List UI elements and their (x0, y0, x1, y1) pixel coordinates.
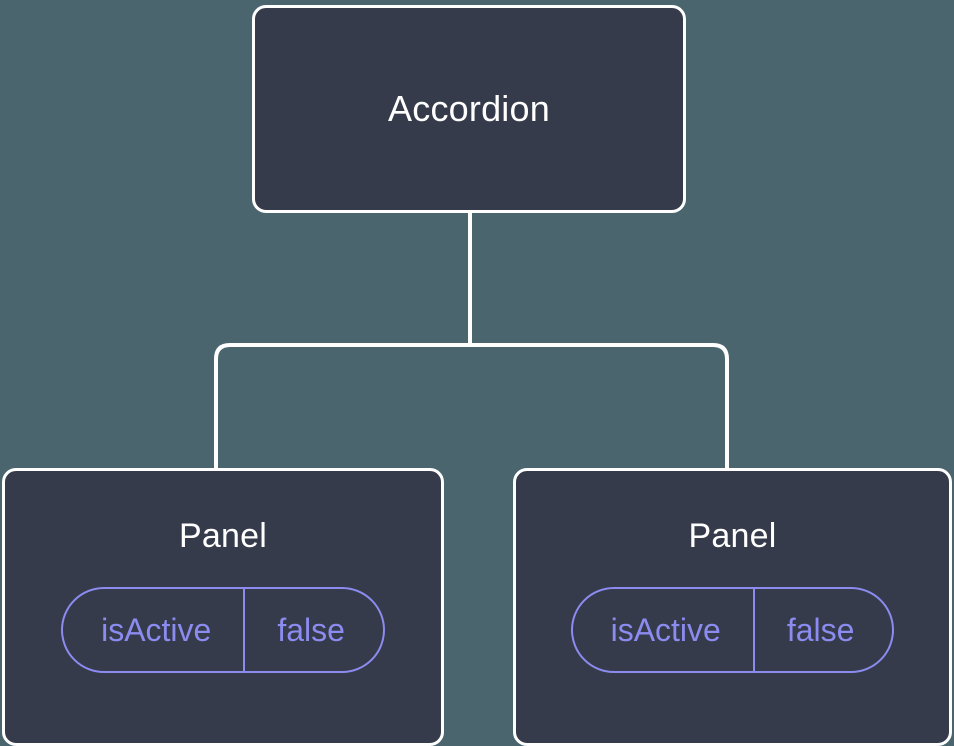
connector-branch-bus (214, 343, 729, 468)
node-panel-1-prop-key: isActive (101, 612, 212, 648)
node-accordion-title: Accordion (388, 88, 550, 129)
node-panel-2-prop-value: false (752, 589, 893, 671)
node-panel-2-prop-pill[interactable]: isActive false (570, 587, 895, 673)
node-panel-1[interactable]: Panel isActive false (2, 468, 444, 746)
node-panel-1-title: Panel (179, 517, 267, 555)
node-panel-2-title: Panel (688, 517, 777, 555)
node-panel-1-prop-pill[interactable]: isActive false (61, 587, 385, 673)
node-panel-1-prop-value: false (243, 589, 383, 671)
node-panel-2-prop-key: isActive (610, 612, 721, 648)
node-panel-2[interactable]: Panel isActive false (513, 468, 952, 746)
node-accordion[interactable]: Accordion (252, 5, 686, 213)
